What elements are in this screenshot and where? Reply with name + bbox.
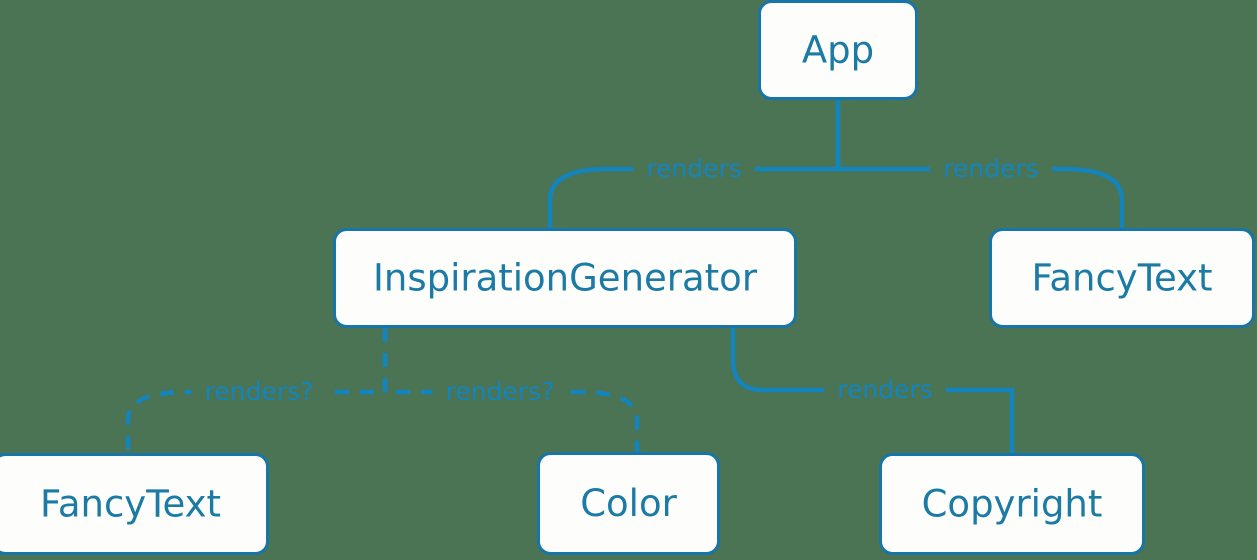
node-box-inspiration (333, 228, 797, 328)
node-fancytext-l[interactable]: FancyText (0, 453, 269, 555)
node-inspiration[interactable]: InspirationGenerator (333, 228, 797, 328)
edge-label-app-to-inspiration: renders (646, 154, 742, 183)
node-label-app: App (802, 29, 874, 72)
node-label-fancytext-r: FancyText (1031, 257, 1212, 300)
node-box-fancytext-l (0, 453, 269, 555)
edge-label-backdrop (432, 374, 568, 410)
edge-app-to-inspiration (547, 100, 841, 228)
node-box-copyright (879, 453, 1145, 555)
node-label-color: Color (580, 482, 677, 525)
edge-label-inspiration-to-copyright: renders (837, 375, 933, 404)
node-box-color (537, 452, 720, 555)
node-box-app (758, 0, 918, 100)
edge-inspiration-to-fancytext-left (125, 328, 388, 453)
edge-label-backdrop (930, 151, 1052, 187)
edge-label-backdrop (633, 151, 755, 187)
node-copyright[interactable]: Copyright (879, 453, 1145, 555)
node-color[interactable]: Color (537, 452, 720, 555)
node-label-copyright: Copyright (922, 483, 1103, 526)
node-app[interactable]: App (758, 0, 918, 100)
node-label-fancytext-l: FancyText (40, 483, 221, 526)
node-box-fancytext-r (989, 228, 1255, 328)
edge-labels-layer: renders renders renders? renders? renders (191, 151, 1052, 410)
edge-label-inspiration-to-fancytext-left: renders? (205, 377, 314, 406)
node-fancytext-r[interactable]: FancyText (989, 228, 1255, 328)
edge-label-inspiration-to-color: renders? (446, 377, 555, 406)
edge-label-backdrop (191, 374, 327, 410)
node-label-inspiration: InspirationGenerator (373, 257, 758, 300)
edge-app-to-fancytext-right (835, 100, 1125, 228)
edge-label-backdrop (824, 372, 946, 408)
edge-label-app-to-fancytext-right: renders (943, 154, 1039, 183)
edge-inspiration-to-color (382, 328, 640, 452)
